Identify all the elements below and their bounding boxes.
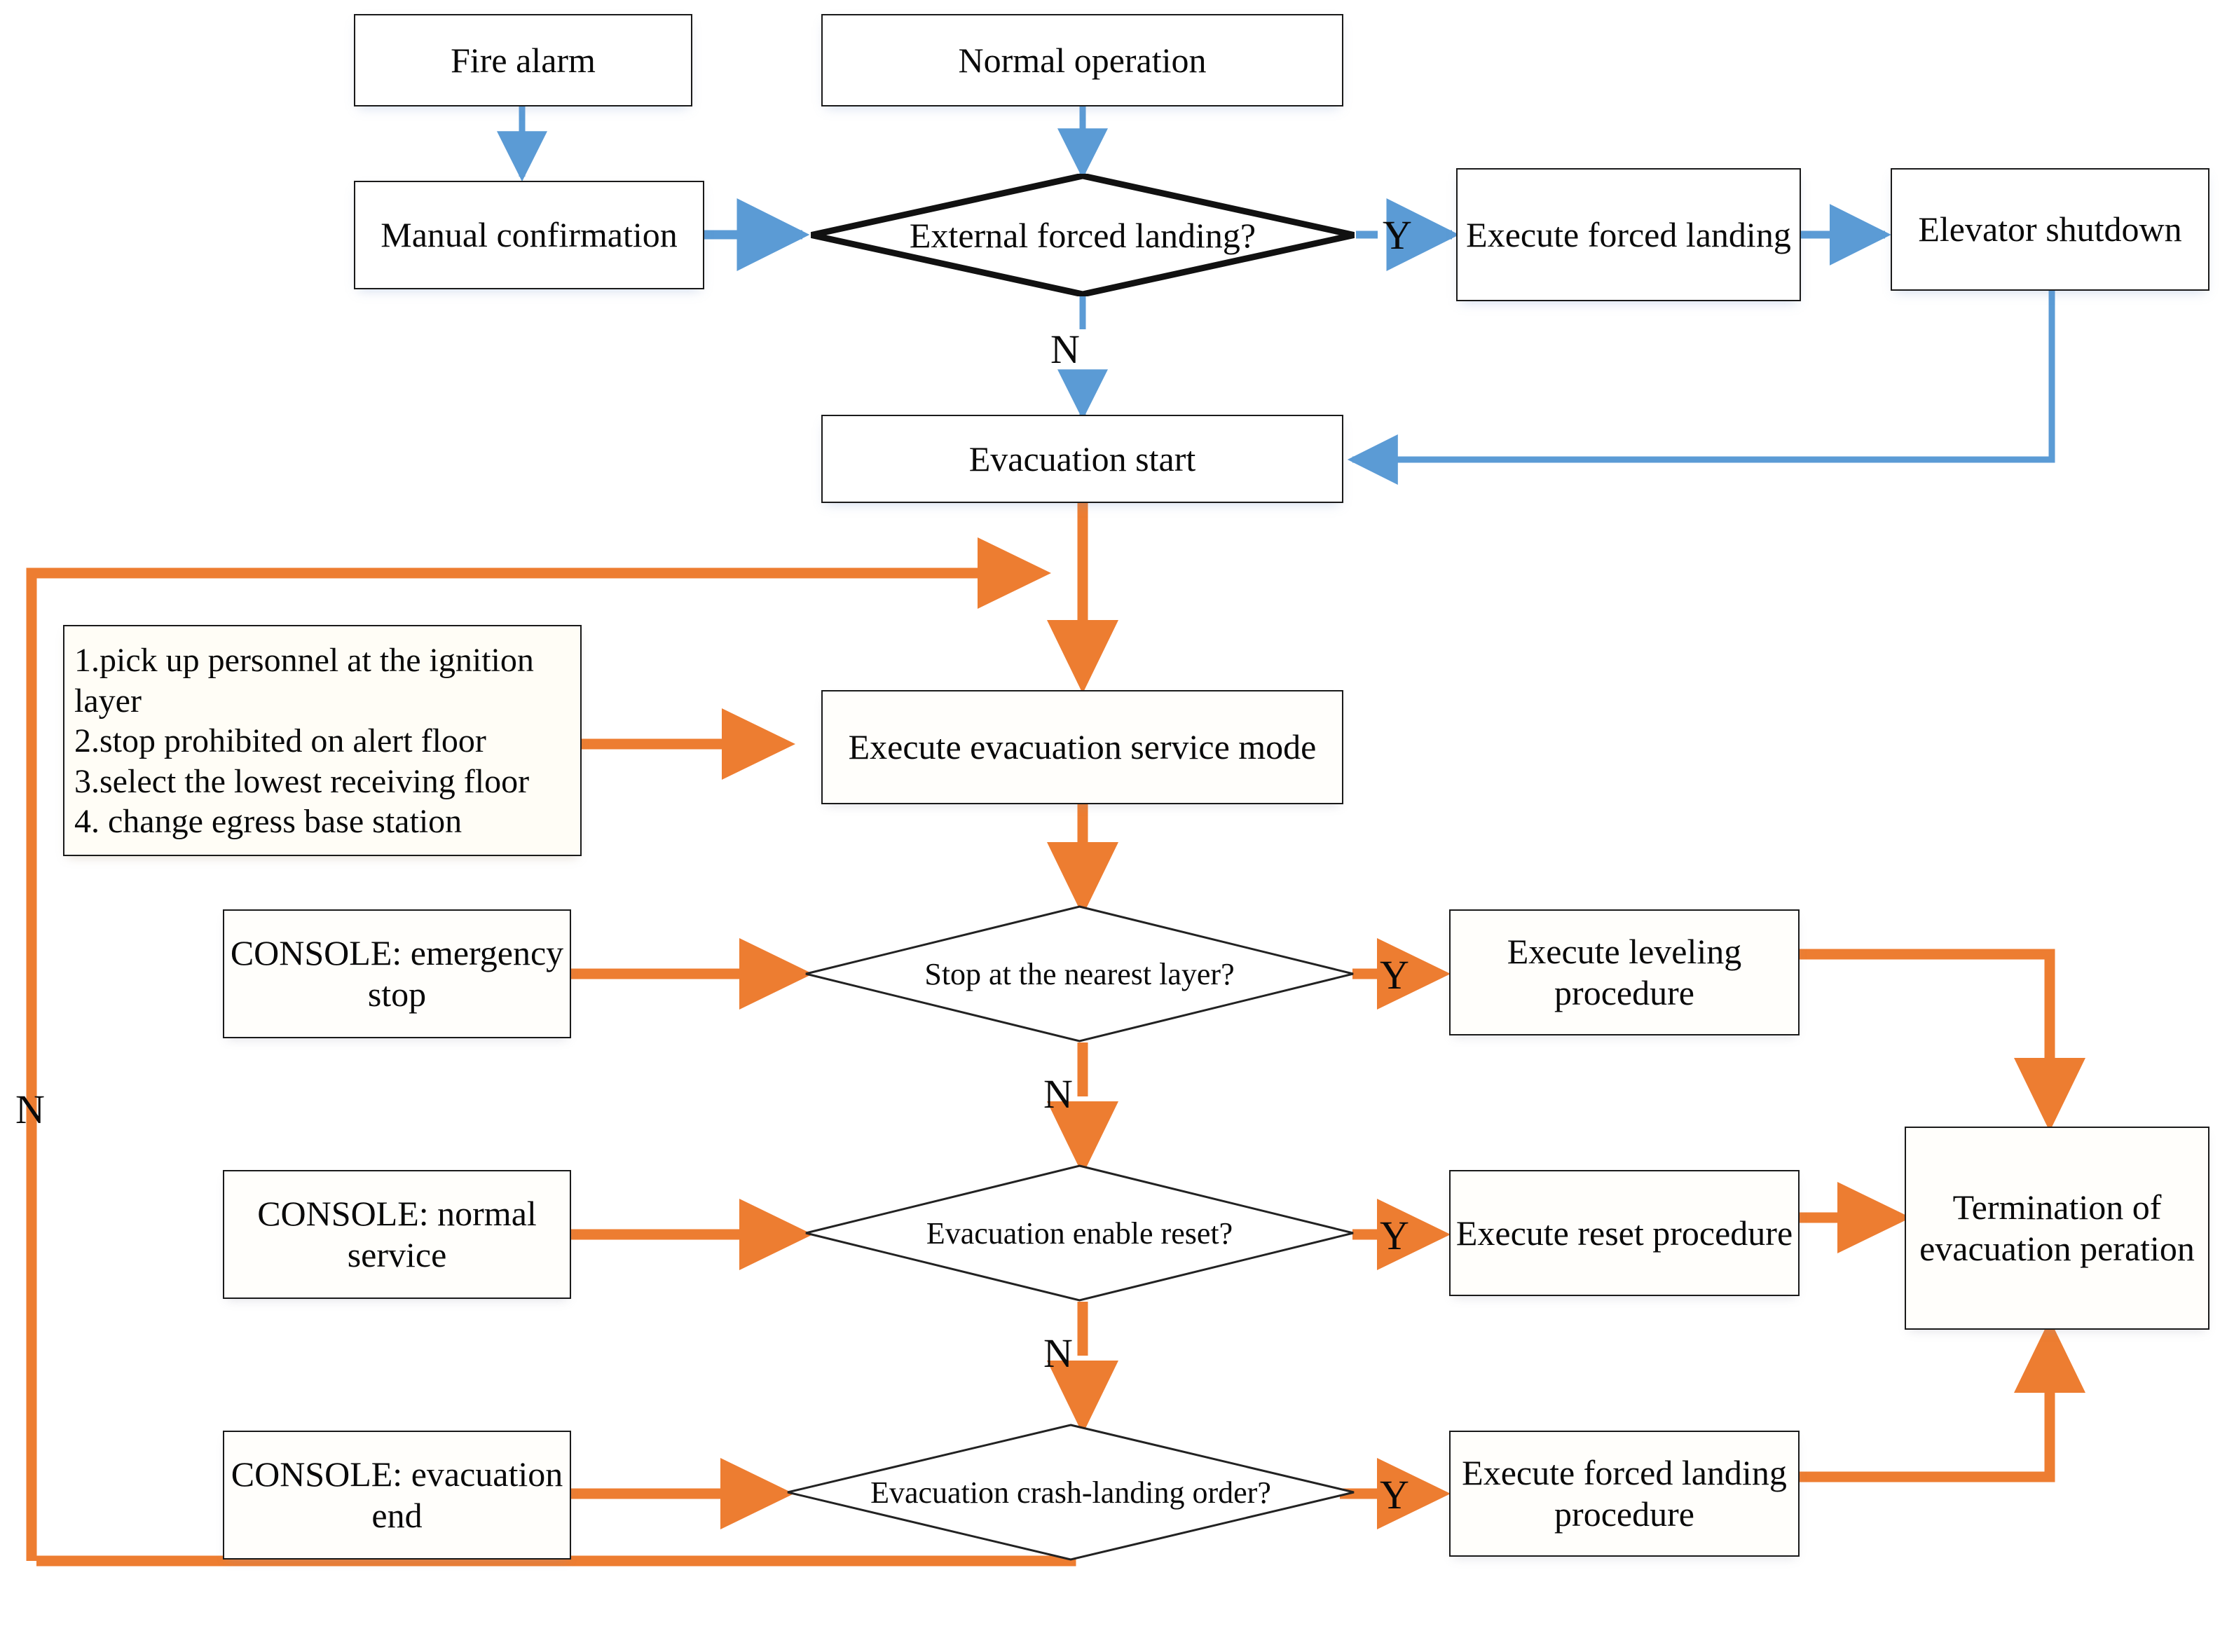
decision-stop-at-nearest-layer-label: Stop at the nearest layer? — [924, 956, 1235, 991]
decision-evacuation-enable-reset[interactable]: Evacuation enable reset? — [804, 1164, 1355, 1302]
node-console-evacuation-end-label: CONSOLE: evacuation end — [231, 1454, 563, 1535]
node-fire-alarm-label: Fire alarm — [451, 40, 596, 80]
notes-line-1: 1.pick up personnel at the ignition — [74, 642, 534, 680]
diamond-shape — [811, 174, 1355, 296]
node-termination-of-evacuation-operation[interactable]: Termination of evacuation peration — [1905, 1127, 2209, 1330]
edge-label-forced-landing-no: N — [1043, 319, 1088, 379]
node-console-normal-service-label: CONSOLE: normal service — [257, 1194, 537, 1274]
edge-label-y-text: Y — [1380, 1212, 1409, 1258]
node-execute-forced-landing-procedure[interactable]: Execute forced landing procedure — [1449, 1431, 1800, 1557]
notes-evacuation-service-mode: 1.pick up personnel at the ignition laye… — [63, 625, 582, 856]
decision-evacuation-crash-landing-order[interactable]: Evacuation crash-landing order? — [786, 1424, 1355, 1561]
node-console-normal-service[interactable]: CONSOLE: normal service — [223, 1170, 571, 1299]
node-manual-confirmation-label: Manual confirmation — [381, 215, 678, 254]
node-evacuation-start[interactable]: Evacuation start — [821, 415, 1343, 503]
node-manual-confirmation[interactable]: Manual confirmation — [354, 181, 704, 289]
decision-stop-at-nearest-layer[interactable]: Stop at the nearest layer? — [804, 905, 1355, 1042]
node-execute-reset-procedure-label: Execute reset procedure — [1455, 1213, 1793, 1253]
node-fire-alarm[interactable]: Fire alarm — [354, 14, 692, 106]
node-termination-label: Termination of evacuation peration — [1919, 1188, 2195, 1268]
node-execute-evacuation-service-mode[interactable]: Execute evacuation service mode — [821, 690, 1343, 804]
node-console-emergency-stop[interactable]: CONSOLE: emergency stop — [223, 909, 571, 1038]
edge-label-crash-landing-yes: Y — [1372, 1464, 1417, 1524]
decision-evacuation-enable-reset-label: Evacuation enable reset? — [926, 1216, 1233, 1251]
node-elevator-shutdown-label: Elevator shutdown — [1918, 209, 2182, 249]
node-execute-forced-landing-label: Execute forced landing — [1466, 214, 1791, 254]
notes-line-3: 2.stop prohibited on alert floor — [74, 722, 486, 760]
notes-line-2: layer — [74, 682, 142, 720]
node-normal-operation[interactable]: Normal operation — [821, 14, 1343, 106]
edge-leveling-to-termination — [1800, 949, 2086, 1131]
edge-label-loopback-no: N — [6, 1079, 55, 1139]
notes-line-5: 4. change egress base station — [74, 803, 462, 841]
edge-label-y-text: Y — [1383, 212, 1412, 258]
edge-elevator-shutdown-to-evacuation-start — [1347, 291, 2055, 485]
decision-evacuation-crash-landing-order-label: Evacuation crash-landing order? — [870, 1475, 1271, 1510]
node-execute-forced-landing[interactable]: Execute forced landing — [1456, 168, 1801, 301]
edge-label-n-text: N — [1050, 326, 1080, 372]
decision-external-forced-landing-label: External forced landing? — [909, 215, 1256, 255]
edge-label-y-text: Y — [1380, 951, 1409, 998]
edge-label-stop-nearest-yes: Y — [1372, 944, 1417, 1005]
edge-label-enable-reset-no: N — [1036, 1323, 1081, 1383]
node-console-evacuation-end[interactable]: CONSOLE: evacuation end — [223, 1431, 571, 1560]
edge-label-loopback-n-text: N — [15, 1086, 45, 1132]
edge-label-enable-reset-yes: Y — [1372, 1205, 1417, 1265]
node-execute-reset-procedure[interactable]: Execute reset procedure — [1449, 1170, 1800, 1296]
node-evacuation-start-label: Evacuation start — [968, 439, 1196, 479]
node-console-emergency-stop-label: CONSOLE: emergency stop — [230, 933, 564, 1014]
edge-label-forced-landing-yes: Y — [1375, 205, 1420, 265]
decision-external-forced-landing[interactable]: External forced landing? — [809, 174, 1356, 296]
edge-label-n-text: N — [1043, 1071, 1073, 1117]
edge-label-stop-nearest-no: N — [1036, 1064, 1081, 1124]
node-execute-leveling-procedure-label: Execute leveling procedure — [1507, 932, 1742, 1012]
node-execute-leveling-procedure[interactable]: Execute leveling procedure — [1449, 909, 1800, 1035]
edge-label-n-text: N — [1043, 1330, 1073, 1376]
node-execute-evacuation-service-mode-label: Execute evacuation service mode — [848, 727, 1317, 766]
edge-forced-landing-procedure-to-termination — [1800, 1319, 2085, 1482]
notes-line-4: 3.select the lowest receiving floor — [74, 762, 530, 800]
node-elevator-shutdown[interactable]: Elevator shutdown — [1891, 168, 2209, 291]
node-execute-forced-landing-procedure-label: Execute forced landing procedure — [1462, 1453, 1787, 1534]
node-normal-operation-label: Normal operation — [958, 40, 1207, 80]
edge-label-y-text: Y — [1380, 1471, 1409, 1517]
